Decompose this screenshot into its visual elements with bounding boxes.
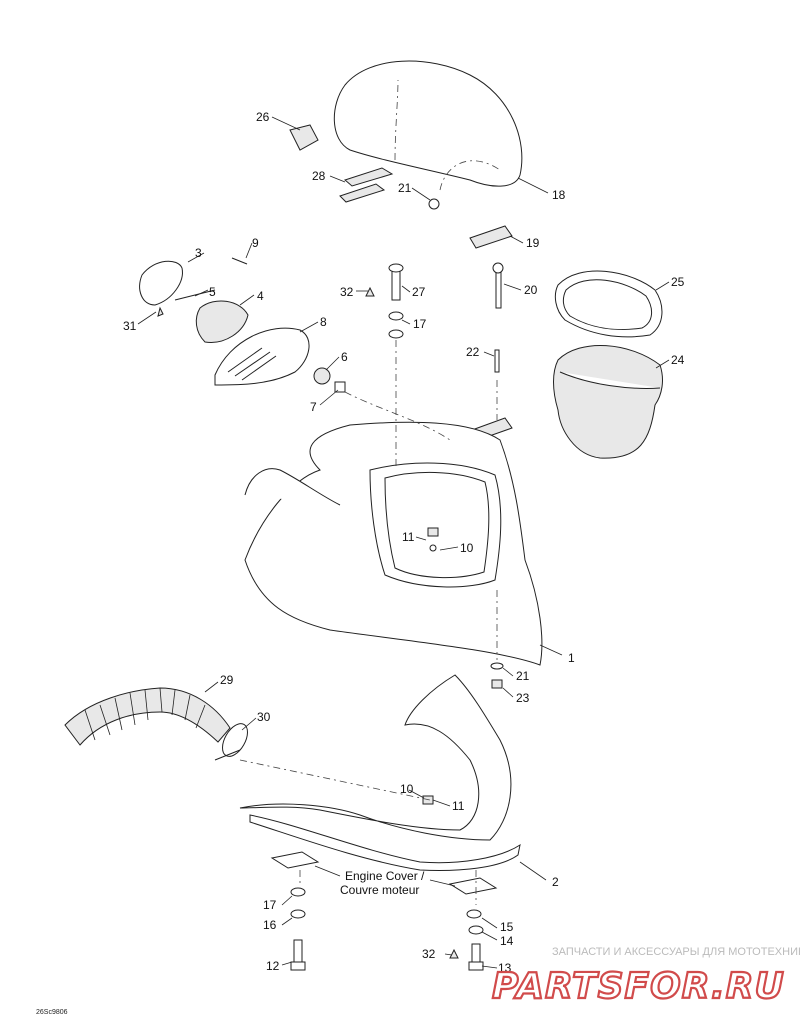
bolt-part (388, 263, 404, 339)
callout-21b: 21 (516, 669, 530, 683)
callout-7: 7 (310, 400, 317, 414)
callout-5: 5 (209, 285, 216, 299)
washer-part (490, 662, 504, 670)
vent-cover-part (214, 327, 310, 386)
callout-27: 27 (412, 285, 426, 299)
callout-2: 2 (552, 875, 559, 889)
storage-bin-part (553, 344, 663, 459)
seat-pad-part (339, 167, 394, 203)
callout-32b: 32 (422, 947, 436, 961)
screw-part (174, 289, 216, 301)
strap-part (289, 124, 319, 151)
callout-23: 23 (516, 691, 530, 705)
watermark: ЗАПЧАСТИ И АКСЕССУАРЫ ДЛЯ МОТОТЕХНИКИ PA… (491, 946, 800, 1008)
callout-29: 29 (220, 673, 234, 687)
pin-part (492, 262, 504, 309)
callout-9: 9 (252, 236, 259, 250)
callout-1: 1 (568, 651, 575, 665)
callout-14: 14 (500, 934, 514, 948)
callout-11a: 11 (402, 530, 415, 544)
nut-part (491, 679, 503, 689)
callout-28: 28 (312, 169, 326, 183)
figure-code: 26Sc9806 (36, 1009, 68, 1016)
callout-17b: 17 (263, 898, 277, 912)
callout-10a: 10 (460, 541, 474, 555)
callout-22: 22 (466, 345, 480, 359)
hose-clamp-part (214, 723, 248, 761)
callout-10b: 10 (400, 782, 414, 796)
assembly-lines (239, 340, 498, 905)
front-body-part (244, 421, 543, 666)
knob-part (313, 367, 346, 393)
ground-drop-part (365, 286, 375, 297)
callout-4: 4 (257, 289, 264, 303)
nut-part (422, 795, 434, 805)
engine-cover-label-fr: Couvre moteur (340, 883, 419, 897)
watermark-logo: PARTSFOR.RU (492, 966, 785, 1007)
bracket-part (195, 300, 249, 343)
callout-17a: 17 (413, 317, 427, 331)
engine-cover-caption: Engine Cover / Couvre moteur (340, 869, 425, 897)
mirror-part (139, 260, 183, 306)
callout-26: 26 (256, 110, 270, 124)
callout-25: 25 (671, 275, 685, 289)
washer-part (290, 887, 484, 935)
vent-hose-part (64, 687, 231, 746)
washer-part (428, 198, 440, 210)
callout-3: 3 (195, 246, 202, 260)
gasket-part (270, 851, 498, 895)
storage-gasket-part (554, 270, 663, 338)
seat-part (333, 60, 523, 191)
callout-20: 20 (524, 283, 538, 297)
ground-drop-part (449, 948, 459, 959)
callout-32a: 32 (340, 285, 354, 299)
leader-lines (137, 116, 670, 969)
callout-13: 13 (498, 961, 512, 975)
callout-30: 30 (257, 710, 271, 724)
callout-16: 16 (263, 918, 277, 932)
callout-19: 19 (526, 236, 540, 250)
callout-labels: 1 2 3 4 5 6 7 8 9 10 10 11 11 12 13 14 1… (123, 110, 685, 975)
nut-part (427, 527, 439, 552)
callout-8: 8 (320, 315, 327, 329)
callout-15: 15 (500, 920, 514, 934)
engine-cover-part (239, 674, 521, 871)
callout-24: 24 (671, 353, 685, 367)
callout-21a: 21 (398, 181, 412, 195)
watermark-tagline: ЗАПЧАСТИ И АКСЕССУАРЫ ДЛЯ МОТОТЕХНИКИ (552, 946, 800, 958)
ground-drop-part (157, 306, 164, 317)
clip-part (231, 257, 248, 265)
callout-6: 6 (341, 350, 348, 364)
callout-18: 18 (552, 188, 566, 202)
callout-31: 31 (123, 319, 137, 333)
callout-11b: 11 (452, 799, 465, 813)
callout-12: 12 (266, 959, 280, 973)
engine-cover-label-en: Engine Cover / (345, 869, 425, 883)
screw-part (471, 349, 513, 441)
bolt-part (290, 939, 484, 971)
hinge-part (469, 225, 513, 249)
